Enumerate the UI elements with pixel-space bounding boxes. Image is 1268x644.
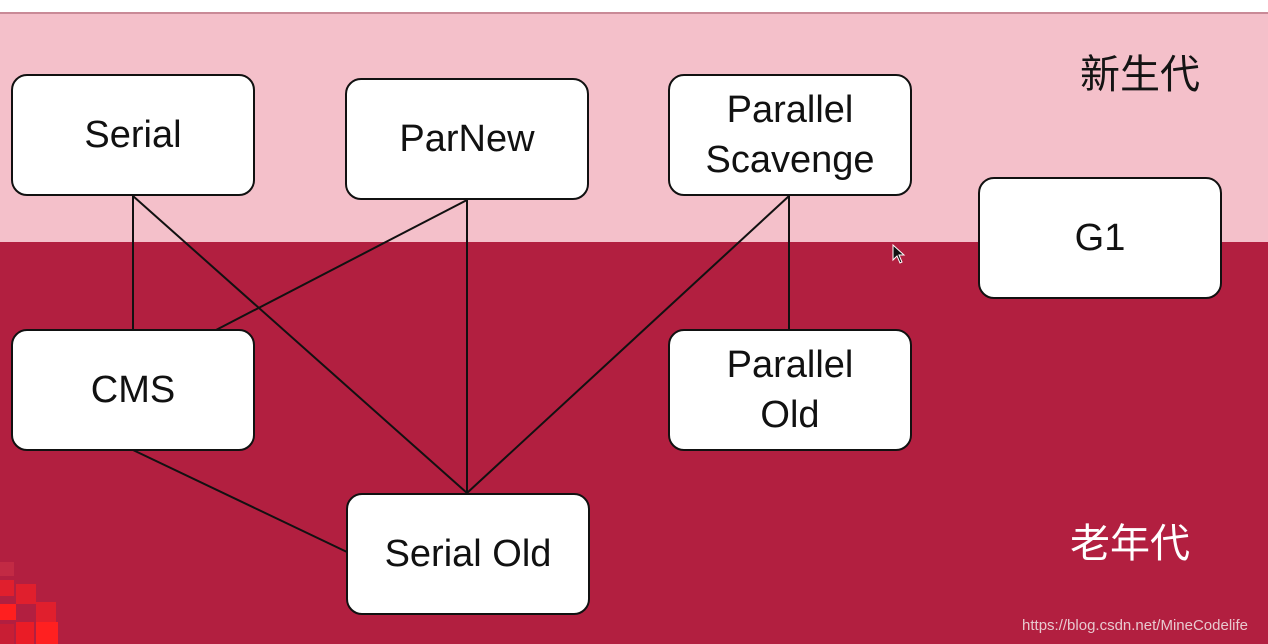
- node-serial-old: Serial Old: [346, 493, 590, 615]
- mouse-pointer-icon: [892, 244, 906, 264]
- node-g1: G1: [978, 177, 1222, 299]
- link-parnew-cms: [215, 199, 468, 331]
- watermark: https://blog.csdn.net/MineCodelife: [1022, 617, 1248, 634]
- young-generation-label: 新生代: [1080, 52, 1200, 98]
- node-parallel-scavenge: Parallel Scavenge: [668, 74, 912, 196]
- link-serial-serial-old: [132, 195, 468, 494]
- link-cms-serial-old: [132, 449, 348, 553]
- old-generation-label: 老年代: [1070, 521, 1190, 567]
- node-parallel-old: Parallel Old: [668, 329, 912, 451]
- node-parnew: ParNew: [345, 78, 589, 200]
- top-strip: [0, 0, 1268, 14]
- link-parallel-scavenge-serial-old: [466, 195, 790, 494]
- node-cms: CMS: [11, 329, 255, 451]
- node-serial: Serial: [11, 74, 255, 196]
- pixel-decoration: [0, 562, 58, 644]
